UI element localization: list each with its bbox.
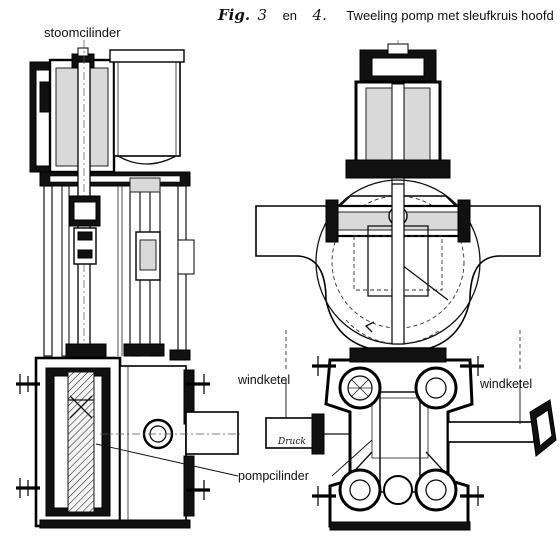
steam-cylinder-front — [345, 43, 451, 185]
figure-title: Tweeling pomp met sleufkruis hoofd — [346, 8, 554, 23]
label-pump-cylinder: pompcilinder — [238, 469, 309, 483]
fig-conjunction: en — [282, 8, 298, 23]
label-steam-cylinder: stoomcilinder — [44, 25, 121, 40]
label-air-vessel-left: windketel — [238, 373, 291, 387]
stuffing-boxes-side — [65, 343, 191, 361]
label-leaders — [95, 330, 521, 477]
valve-chambers-front — [338, 366, 458, 512]
label-druck: Druck — [278, 437, 306, 447]
slotted-cross-frame — [255, 179, 541, 349]
fig-number-a: 3 — [257, 6, 268, 24]
fig-number-b: 4. — [312, 6, 327, 24]
valve-handwheels-front — [312, 356, 484, 506]
fig3-side-view — [16, 40, 240, 529]
pump-cylinder-side — [34, 356, 240, 529]
figure-caption: Fig. 3 en 4. Tweeling pomp met sleufkrui… — [218, 8, 554, 23]
fig-prefix: Fig. — [218, 6, 251, 24]
label-air-vessel-right: windketel — [480, 377, 533, 391]
valve-handwheels-side — [16, 374, 210, 500]
steam-cylinder-side — [29, 47, 191, 187]
fig4-front-view — [255, 40, 557, 531]
delivery-pipes-front — [265, 399, 557, 457]
crosshead-side — [69, 177, 195, 281]
